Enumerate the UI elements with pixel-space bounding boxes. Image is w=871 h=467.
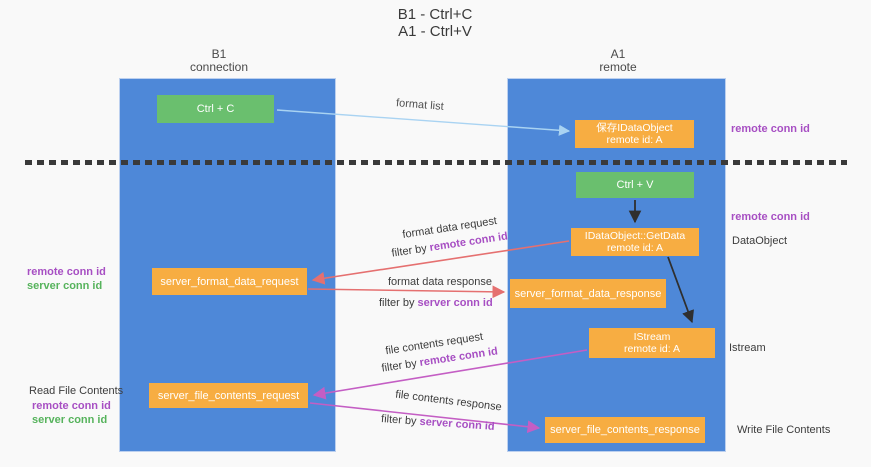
node-idataobject-getdata: IDataObject::GetData remote id: A: [571, 228, 699, 256]
lane-a1-title: A1: [610, 47, 626, 61]
lane-a1-subtitle: remote: [599, 60, 637, 74]
node-istream: IStream remote id: A: [589, 328, 715, 358]
right-remote-conn-id-2: remote conn id: [731, 211, 810, 223]
label-format-list: format list: [395, 97, 445, 113]
node-save-idataobject-line1: 保存IDataObject: [596, 121, 673, 134]
left-server-conn-id-2: server conn id: [32, 414, 108, 426]
node-server-format-data-response: server_format_data_response: [510, 279, 666, 308]
node-server-format-data-request: server_format_data_request: [152, 268, 307, 295]
lane-header-b1: B1 connection: [169, 48, 269, 74]
node-ctrl-v-label: Ctrl + V: [616, 179, 654, 191]
node-server-format-data-request-label: server_format_data_request: [160, 275, 299, 288]
node-ctrl-c-label: Ctrl + C: [196, 103, 235, 115]
left-remote-conn-id-1: remote conn id: [27, 266, 106, 278]
node-server-format-data-response-label: server_format_data_response: [514, 287, 662, 300]
diagram-title: B1 - Ctrl+C A1 - Ctrl+V: [340, 6, 530, 40]
node-server-file-contents-response-label: server_file_contents_response: [550, 424, 700, 436]
node-ctrl-c: Ctrl + C: [157, 95, 274, 123]
lane-b1-subtitle: connection: [189, 60, 249, 74]
node-server-file-contents-request: server_file_contents_request: [149, 383, 308, 408]
filter-by-text: filter by: [380, 357, 421, 375]
filter-by-text: filter by: [380, 413, 420, 428]
label-format-data-response: format data response: [388, 276, 492, 288]
lane-b1-title: B1: [211, 47, 227, 61]
node-server-file-contents-request-label: server_file_contents_request: [157, 389, 300, 402]
title-line-2: A1 - Ctrl+V: [398, 23, 472, 40]
node-idataobject-getdata-line2: remote id: A: [606, 242, 664, 254]
arrow-format-data-response: [307, 285, 506, 299]
right-remote-conn-id-1: remote conn id: [731, 123, 810, 135]
node-istream-line1: IStream: [633, 330, 671, 343]
lane-header-a1: A1 remote: [568, 48, 668, 74]
node-ctrl-v: Ctrl + V: [576, 172, 694, 198]
filter-by-text: filter by: [390, 242, 431, 260]
right-dataobject: DataObject: [732, 235, 788, 247]
right-istream: Istream: [729, 342, 766, 354]
server-conn-id-text: server conn id: [419, 415, 495, 433]
dashed-divider: [25, 160, 847, 165]
node-save-idataobject: 保存IDataObject remote id: A: [575, 120, 694, 148]
left-server-conn-id-1: server conn id: [27, 280, 103, 292]
server-conn-id-text: server conn id: [417, 297, 493, 309]
label-filter-by-server-1: filter by server conn id: [379, 297, 493, 309]
filter-by-text: filter by: [379, 297, 418, 309]
label-filter-by-server-2: filter by server conn id: [381, 413, 495, 433]
label-file-contents-response: file contents response: [394, 388, 503, 414]
left-read-file-contents: Read File Contents: [29, 385, 124, 397]
right-write-file-contents: Write File Contents: [737, 424, 831, 436]
node-istream-line2: remote id: A: [623, 343, 681, 355]
node-save-idataobject-line2: remote id: A: [606, 134, 663, 146]
node-server-file-contents-response: server_file_contents_response: [545, 417, 705, 443]
node-idataobject-getdata-line1: IDataObject::GetData: [584, 229, 686, 242]
title-line-1: B1 - Ctrl+C: [397, 6, 473, 23]
left-remote-conn-id-2: remote conn id: [32, 400, 111, 412]
